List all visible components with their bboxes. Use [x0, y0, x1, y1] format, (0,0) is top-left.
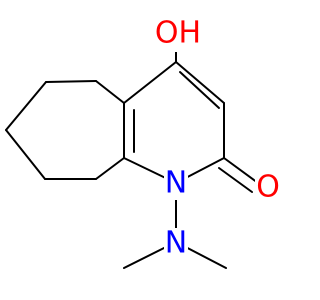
hydroxyl-label: OH: [155, 16, 201, 51]
bond-c5-c6: [45, 80, 97, 83]
bond-c9-c9a: [95, 157, 125, 180]
ring-nitrogen-label: N: [165, 166, 187, 201]
bond-c2-o: [223, 157, 259, 184]
amine-nitrogen: N: [164, 226, 188, 261]
bond-c4-c3-inner: [179, 71, 220, 109]
bond-c4a-c4: [123, 61, 177, 104]
carbonyl-oxygen: O: [255, 170, 280, 205]
chemical-structure: OH O N N: [5, 16, 280, 269]
bond-c2-o-inner: [218, 167, 253, 193]
bond-c4a-c5: [95, 80, 125, 104]
hydroxyl-group: OH: [155, 16, 202, 52]
bond-c7-c8: [5, 129, 46, 180]
amine-nitrogen-label: N: [165, 226, 187, 261]
bond-c6-c7: [5, 81, 47, 131]
carbonyl-oxygen-label: O: [256, 170, 280, 205]
bond-c4-c3: [175, 61, 225, 104]
ring-nitrogen: N: [164, 166, 188, 201]
